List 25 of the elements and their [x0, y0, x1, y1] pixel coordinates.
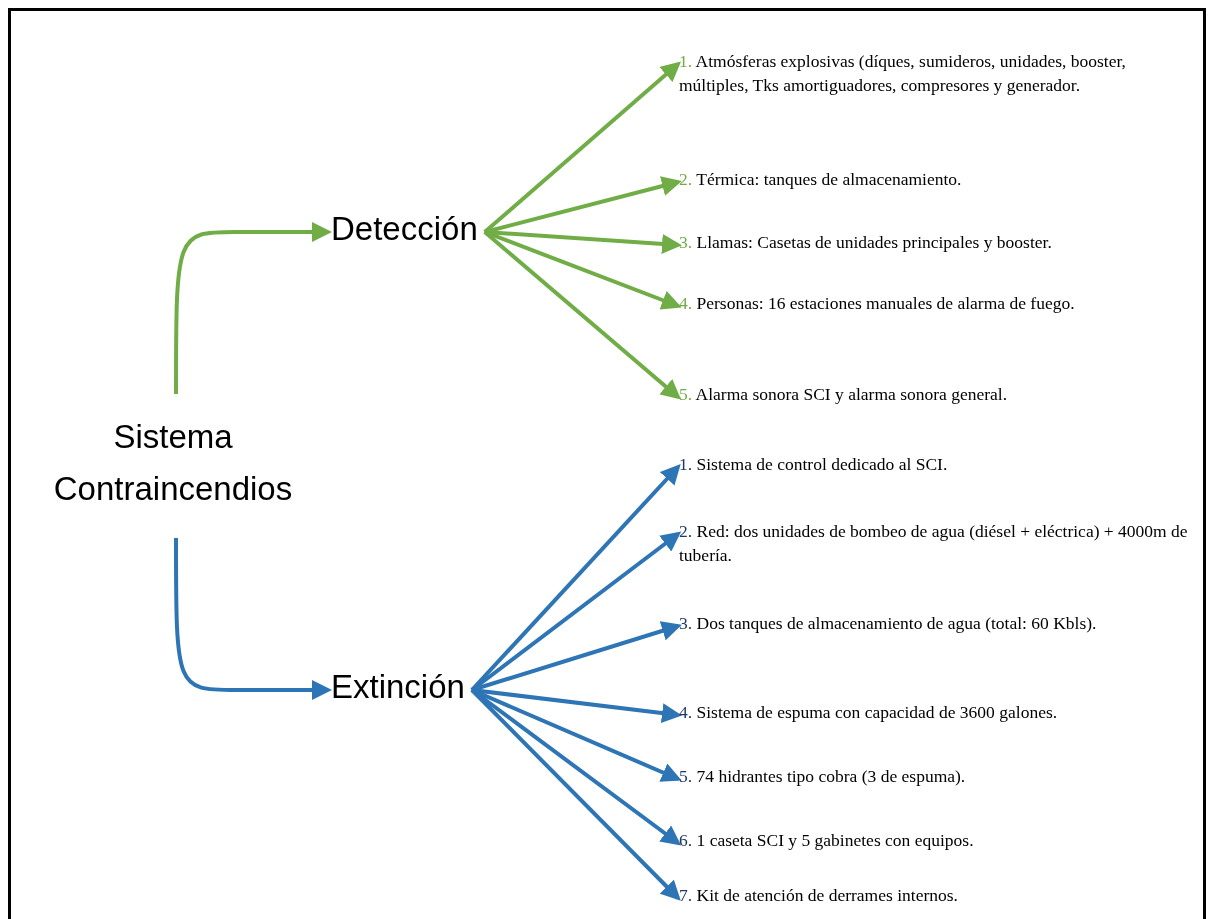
- list-item: 3. Dos tanques de almacenamiento de agua (total: 60 Kbls).: [679, 611, 1199, 635]
- arrow: [484, 230, 682, 310]
- list-item: 2. Térmica: tanques de almacenamiento.: [679, 167, 1199, 191]
- arrow: [471, 621, 682, 692]
- branch-label: Extinción: [331, 665, 465, 709]
- arrow: [484, 230, 682, 254]
- list-item: 3. Llamas: Casetas de unidades principales y booster.: [679, 230, 1199, 254]
- list-item: 1. Atmósferas explosivas (díques, sumideros, unidades, booster, múltiples, Tks amortiguadores, compresores y generador.: [679, 49, 1199, 97]
- arrow: [484, 176, 682, 234]
- list-item: 4. Sistema de espuma con capacidad de 3600 galones.: [679, 700, 1199, 724]
- list-item: 4. Personas: 16 estaciones manuales de alarma de fuego.: [679, 291, 1199, 315]
- list-item: 6. 1 caseta SCI y 5 gabinetes con equipos.: [679, 828, 1199, 852]
- arrow: [470, 688, 681, 901]
- arrow: [483, 61, 681, 234]
- list-item: 2. Red: dos unidades de bombeo de agua (diésel + eléctrica) + 4000m de tubería.: [679, 519, 1199, 567]
- list-item: 7. Kit de atención de derrames internos.: [679, 883, 1199, 907]
- branch-label: Detección: [331, 207, 478, 251]
- arrow: [174, 538, 332, 700]
- arrow: [174, 222, 332, 394]
- list-item: 1. Sistema de control dedicado al SCI.: [679, 452, 1199, 476]
- arrow: [470, 464, 681, 692]
- list-item: 5. 74 hidrantes tipo cobra (3 de espuma).: [679, 764, 1199, 788]
- arrow: [483, 230, 682, 400]
- list-item: 5. Alarma sonora SCI y alarma sonora general.: [679, 382, 1199, 406]
- root-label: Sistema Contraincendios: [33, 411, 313, 515]
